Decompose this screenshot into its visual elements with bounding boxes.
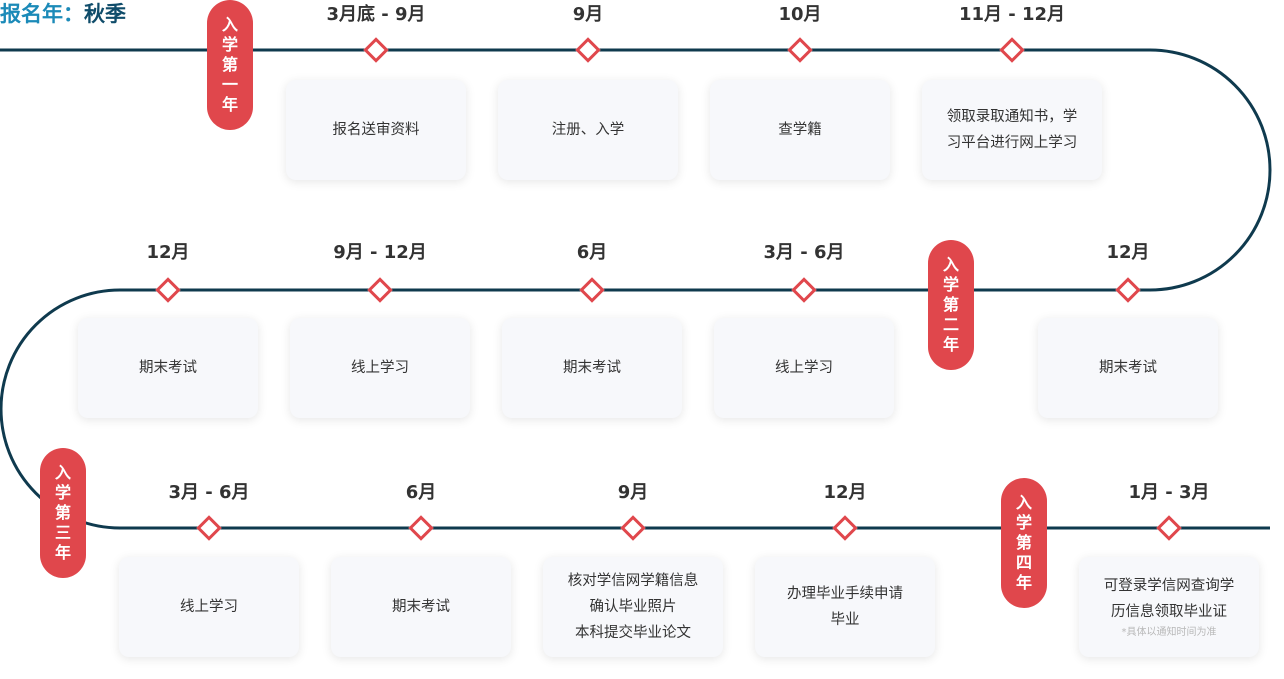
page-title: 报名年：秋季 — [0, 0, 126, 28]
title-label: 报名年： — [0, 2, 84, 26]
step-card: 注册、入学 — [498, 80, 678, 180]
step-text: 本科提交毕业论文 — [575, 625, 691, 641]
step-date: 12月 — [1106, 242, 1150, 263]
stage-char: 三 — [54, 523, 71, 542]
stage-label: 入学第一年 — [222, 15, 238, 115]
stage-char: 入 — [942, 255, 959, 274]
stage-char: 学 — [942, 275, 959, 294]
step-text: 领取录取通知书，学 — [946, 109, 1078, 125]
step-date: 3月 - 6月 — [168, 482, 250, 503]
step-text: 查学籍 — [778, 122, 822, 138]
step-card: 核对学信网学籍信息确认毕业照片本科提交毕业论文 — [543, 557, 723, 657]
stage-char: 四 — [1015, 553, 1032, 572]
step-text: 毕业 — [830, 612, 860, 628]
stage-char: 入 — [221, 15, 238, 34]
stage-char: 年 — [942, 335, 959, 354]
step-text: 核对学信网学籍信息 — [567, 573, 699, 589]
step-card: 线上学习 — [290, 318, 470, 418]
stage-badge-4: 入学第四年 — [1001, 478, 1047, 608]
step-card: 线上学习 — [119, 557, 299, 657]
stage-char: 年 — [221, 95, 238, 114]
step-text: 期末考试 — [1099, 360, 1157, 376]
step-text: 线上学习 — [775, 360, 833, 376]
step-date: 10月 — [778, 4, 822, 25]
step-date: 3月 - 6月 — [763, 242, 845, 263]
step-date: 1月 - 3月 — [1128, 482, 1210, 503]
step-card: 领取录取通知书，学习平台进行网上学习 — [922, 80, 1102, 180]
step-text: 期末考试 — [563, 360, 621, 376]
step-date: 11月 - 12月 — [958, 4, 1066, 25]
step-text: 习平台进行网上学习 — [946, 135, 1078, 151]
stage-char: 年 — [54, 543, 71, 562]
step-text: 办理毕业手续申请 — [787, 586, 903, 602]
stage-char: 第 — [54, 503, 71, 522]
stage-char: 第 — [1015, 533, 1032, 552]
stage-char: 入 — [54, 463, 71, 482]
step-text: 线上学习 — [351, 360, 409, 376]
stage-char: 一 — [221, 75, 238, 94]
stage-badge-3: 入学第三年 — [40, 448, 86, 578]
step-date: 12月 — [146, 242, 190, 263]
step-date: 12月 — [823, 482, 867, 503]
stage-char: 学 — [1015, 513, 1032, 532]
step-card: 办理毕业手续申请毕业 — [755, 557, 935, 657]
stage-label: 入学第二年 — [943, 255, 959, 355]
step-text: 可登录学信网查询学 — [1103, 578, 1235, 594]
step-text: 期末考试 — [139, 360, 197, 376]
step-text: 确认毕业照片 — [589, 599, 677, 615]
step-date: 6月 — [576, 242, 608, 263]
timeline-path — [0, 48, 1272, 530]
step-text: 线上学习 — [180, 599, 238, 615]
stage-char: 学 — [221, 35, 238, 54]
stage-label: 入学第四年 — [1016, 493, 1032, 593]
step-card: 报名送审资料 — [286, 80, 466, 180]
step-card: 期末考试 — [502, 318, 682, 418]
step-card: 期末考试 — [78, 318, 258, 418]
step-date: 9月 — [617, 482, 649, 503]
stage-char: 年 — [1015, 573, 1032, 592]
step-note: *具体以通知时间为准 — [1121, 627, 1217, 638]
step-card: 查学籍 — [710, 80, 890, 180]
step-date: 9月 - 12月 — [333, 242, 427, 263]
stage-label: 入学第三年 — [55, 463, 71, 563]
step-text: 历信息领取毕业证 — [1111, 604, 1227, 620]
step-text: 注册、入学 — [551, 122, 625, 138]
stage-badge-2: 入学第二年 — [928, 240, 974, 370]
step-text: 报名送审资料 — [332, 122, 420, 138]
step-date: 3月底 - 9月 — [326, 4, 426, 25]
step-card: 线上学习 — [714, 318, 894, 418]
step-text: 期末考试 — [392, 599, 450, 615]
stage-badge-1: 入学第一年 — [207, 0, 253, 130]
stage-char: 二 — [942, 315, 959, 334]
step-date: 6月 — [405, 482, 437, 503]
step-card: 期末考试 — [1038, 318, 1218, 418]
title-season: 秋季 — [84, 2, 126, 26]
step-card: 期末考试 — [331, 557, 511, 657]
stage-char: 第 — [221, 55, 238, 74]
stage-char: 入 — [1015, 493, 1032, 512]
stage-char: 学 — [54, 483, 71, 502]
step-date: 9月 — [572, 4, 604, 25]
stage-char: 第 — [942, 295, 959, 314]
step-card: 可登录学信网查询学历信息领取毕业证 *具体以通知时间为准 — [1079, 557, 1259, 657]
